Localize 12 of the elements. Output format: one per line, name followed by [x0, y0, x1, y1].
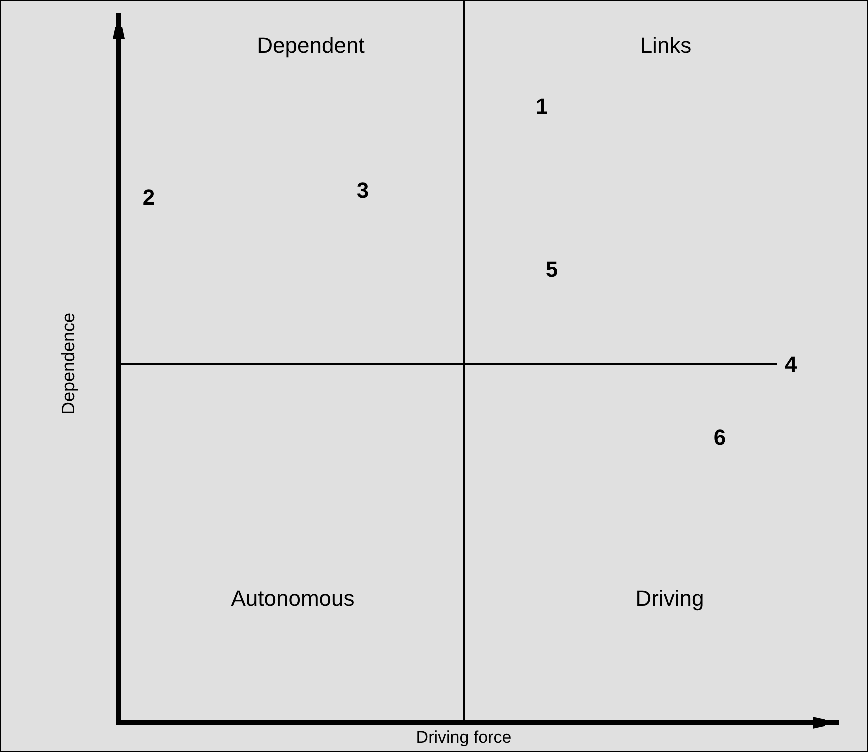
point-label: 3	[356, 178, 370, 204]
quadrant-label: Driving	[636, 586, 704, 612]
point-label: 5	[546, 257, 558, 283]
point-label: 6	[714, 425, 726, 451]
point-label: 1	[536, 94, 548, 120]
point-label: 2	[142, 185, 156, 211]
quadrant-label: Dependent	[257, 33, 365, 59]
quadrant-label: Links	[640, 33, 692, 59]
axis-label: Driving force	[416, 728, 512, 748]
point-label: 4	[784, 352, 798, 378]
quadrant-label: Autonomous	[231, 586, 355, 612]
axis-label: Dependence	[58, 312, 80, 416]
